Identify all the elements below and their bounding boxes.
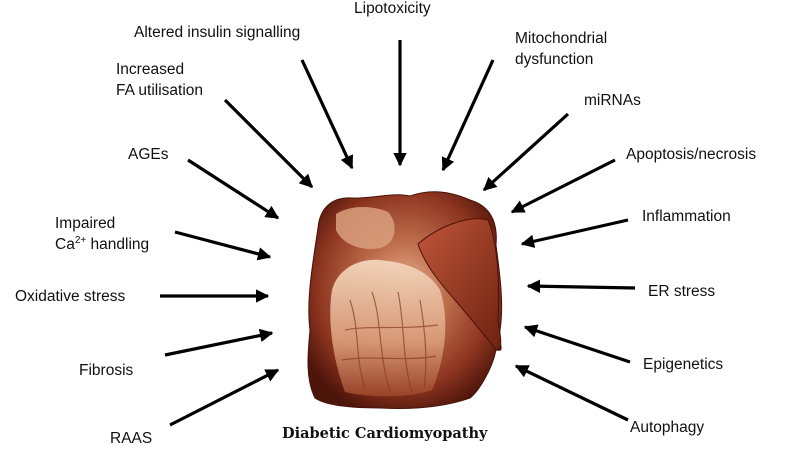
label-mitochondrial-dysfunction: Mitochondrial dysfunction	[515, 28, 607, 70]
label-mirnas: miRNAs	[584, 92, 641, 109]
arrow-er-stress	[526, 279, 636, 293]
label-fibrosis: Fibrosis	[79, 362, 134, 379]
label-increased-fa-line2: FA utilisation	[116, 82, 204, 99]
label-altered-insulin: Altered insulin signalling	[134, 24, 301, 41]
heart-image	[307, 191, 503, 409]
label-autophagy: Autophagy	[630, 419, 705, 436]
label-increased-fa-line1: Increased	[116, 61, 185, 78]
arrow-impaired-ca	[174, 230, 272, 261]
label-impaired-ca-handling: Impaired Ca2+ handling	[55, 213, 149, 255]
label-ages: AGEs	[128, 146, 169, 163]
arrow-mitochondrial	[441, 59, 495, 172]
arrow-epigenetics	[523, 324, 631, 364]
arrows	[160, 40, 636, 427]
arrow-apoptosis	[510, 158, 616, 214]
arrow-inflammation	[520, 218, 629, 248]
heart-trabeculae	[341, 291, 439, 393]
arrow-autophagy	[514, 364, 629, 422]
arrow-increased-fa	[223, 98, 314, 189]
arrow-altered-insulin	[300, 59, 354, 170]
arrow-ages	[187, 158, 280, 220]
label-ca-prefix: Ca	[55, 236, 75, 253]
label-ca-superscript: 2+	[74, 234, 87, 246]
label-increased-fa: Increased FA utilisation	[116, 59, 203, 101]
label-lipotoxicity: Lipotoxicity	[354, 0, 431, 17]
label-mitochondrial-line1: Mitochondrial	[515, 30, 608, 47]
label-apoptosis-necrosis: Apoptosis/necrosis	[626, 146, 757, 163]
figure-caption: Diabetic Cardiomyopathy	[282, 425, 488, 442]
arrow-fibrosis	[164, 328, 274, 357]
heart-atrium	[336, 206, 395, 250]
label-mitochondrial-line2: dysfunction	[515, 51, 594, 68]
arrow-raas	[169, 368, 280, 427]
label-impaired-ca-line1: Impaired	[55, 215, 116, 232]
label-oxidative-stress: Oxidative stress	[15, 288, 126, 305]
label-raas: RAAS	[110, 430, 153, 447]
label-ca-suffix: handling	[86, 236, 150, 253]
label-inflammation: Inflammation	[642, 208, 731, 225]
label-er-stress: ER stress	[648, 283, 716, 300]
label-epigenetics: Epigenetics	[643, 356, 724, 373]
heart-right-flap	[417, 218, 502, 351]
label-impaired-ca-line2: Ca2+ handling	[55, 234, 149, 255]
arrow-mirnas	[482, 112, 570, 192]
